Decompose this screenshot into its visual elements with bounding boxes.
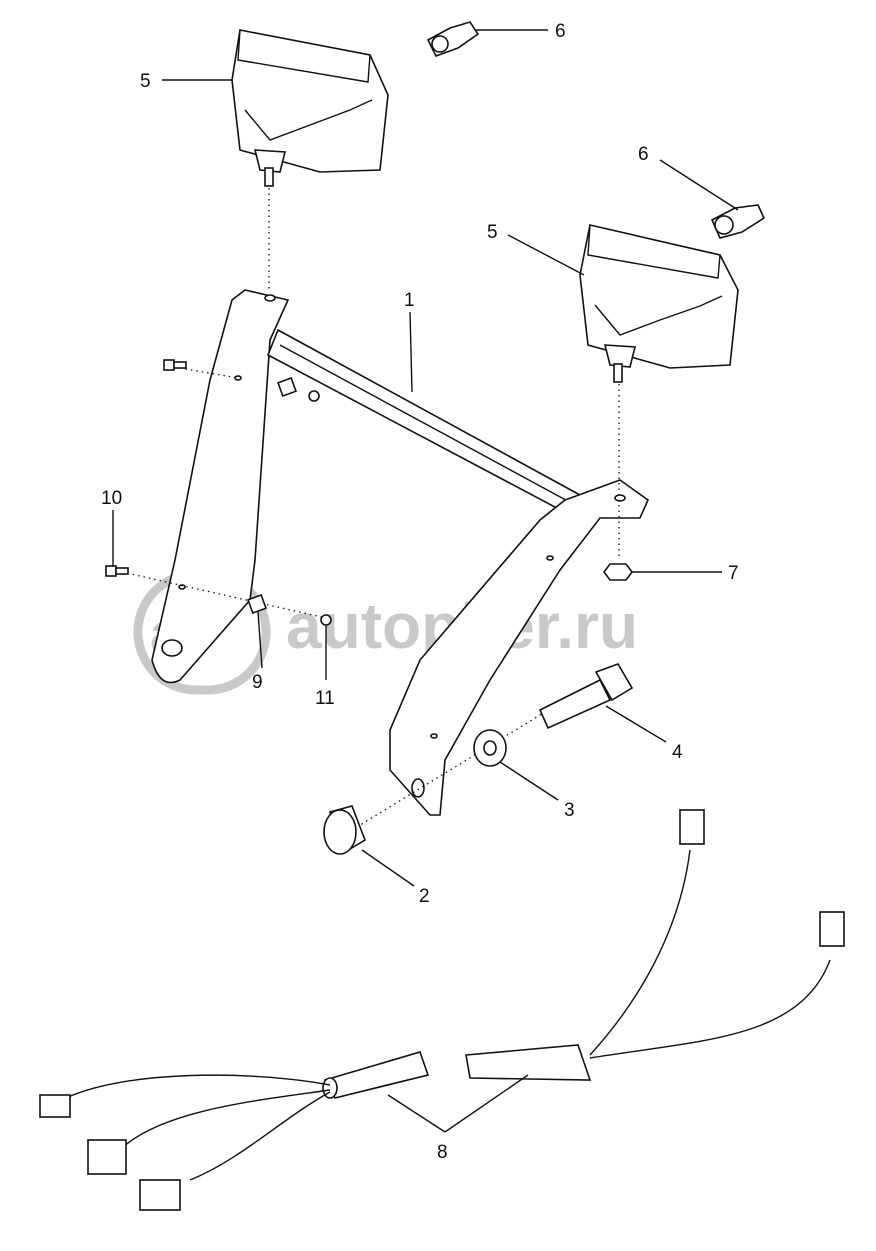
bolt-head (163, 359, 175, 371)
lamp-mount (253, 149, 287, 173)
leader-8 (444, 1074, 529, 1133)
wire (589, 849, 691, 1056)
lamp-lens-edge (594, 295, 723, 336)
leader-9 (257, 611, 263, 669)
callout-5: 5 (487, 222, 498, 243)
leader-1 (409, 311, 413, 393)
sleeve-end (322, 1077, 338, 1099)
leader-lines (112, 29, 739, 1133)
leader-5b (507, 234, 585, 276)
wire (189, 1091, 331, 1181)
work-lamp-upper (231, 29, 389, 187)
bracket-left-arm (151, 289, 290, 684)
bracket-hole (614, 494, 626, 502)
spacer-face (323, 809, 357, 855)
leader-3 (499, 761, 559, 801)
wire (589, 959, 831, 1059)
bolt-shank (115, 567, 129, 575)
bracket-hole (546, 555, 554, 561)
lamp-stud (613, 363, 623, 383)
washer-3 (473, 729, 507, 767)
bulb-upper (426, 21, 480, 57)
nut-upper (308, 390, 320, 402)
lamp-rim (587, 224, 721, 279)
lamp-stud (264, 167, 274, 187)
bolt-small-upper (163, 359, 187, 371)
leader-8 (387, 1094, 446, 1133)
lamp-housing (579, 224, 739, 369)
callout-10: 10 (101, 488, 122, 509)
connector-plug (819, 911, 845, 947)
bracket-hole (430, 733, 438, 739)
bolt-head (594, 663, 634, 702)
connector-plug (39, 1094, 71, 1118)
harness-sleeve (323, 1051, 430, 1099)
work-lamp-right (579, 224, 739, 383)
wire (61, 1074, 331, 1101)
assembly-line (121, 571, 327, 619)
callout-6: 6 (638, 144, 649, 165)
washer-inner (483, 740, 497, 756)
nut-7 (603, 563, 633, 581)
harness-sleeve (465, 1044, 592, 1081)
bracket-hole (234, 375, 242, 381)
callout-11: 11 (315, 688, 335, 709)
bolt-shank (538, 678, 612, 730)
leader-2 (361, 849, 415, 887)
bracket-frame (151, 289, 649, 816)
callout-8: 8 (437, 1142, 448, 1163)
bracket-hole (264, 294, 276, 302)
bulb-flange (431, 35, 449, 53)
lamp-mount (603, 344, 637, 368)
bulb-flange (714, 215, 734, 235)
bolt-shank (173, 361, 187, 369)
nut-11 (320, 614, 332, 626)
wiring-harness (39, 809, 845, 1211)
callout-4: 4 (672, 742, 683, 763)
bracket-hole (411, 778, 425, 798)
clip-upper (277, 377, 297, 397)
callout-9: 9 (252, 672, 263, 693)
bulb-right (710, 204, 766, 239)
callout-1: 1 (404, 290, 415, 311)
spacer-2 (323, 805, 366, 855)
connector-plug (679, 809, 705, 845)
bracket-hole (161, 639, 183, 657)
wire (119, 1089, 331, 1151)
leader-4 (605, 705, 667, 743)
crossbar-edge (279, 344, 576, 506)
leader-6b (659, 159, 739, 211)
callouts: 1 2 3 4 5 5 6 6 7 8 9 10 11 (101, 21, 739, 1163)
callout-3: 3 (564, 800, 575, 821)
bolt-small-10 (105, 565, 129, 577)
callout-6: 6 (555, 21, 566, 42)
callout-7: 7 (728, 563, 739, 584)
lamp-lens-edge (244, 99, 373, 141)
bolt-head (105, 565, 117, 577)
connector-plug (87, 1139, 127, 1175)
callout-2: 2 (419, 886, 430, 907)
connector-plug (139, 1179, 181, 1211)
bolt-4 (538, 663, 634, 730)
lamp-rim (237, 29, 371, 83)
bracket-right-arm (389, 479, 649, 816)
clip-9 (247, 594, 267, 614)
callout-5: 5 (140, 71, 151, 92)
